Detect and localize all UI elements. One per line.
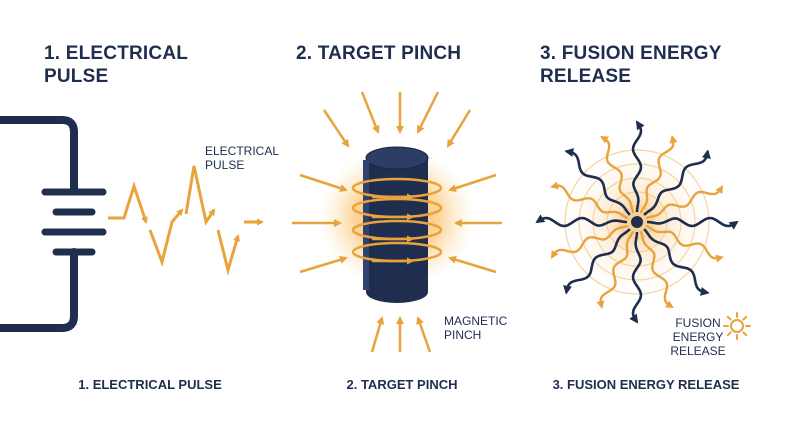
magnetic-pinch-annotation-line1: MAGNETIC [444, 314, 508, 328]
magnetic-pinch-annotation-line2: PINCH [444, 328, 482, 342]
pinch-arrow [370, 316, 385, 353]
pinch-arrow [360, 91, 380, 134]
fusion-energy-annotation: FUSION ENERGY RELEASE [668, 316, 728, 358]
magnetic-coil [351, 177, 443, 265]
pinch-arrow [299, 173, 348, 192]
panel1-heading-line1: 1. ELECTRICAL [44, 43, 189, 64]
magnetic-pinch-annotation: MAGNETIC PINCH [444, 314, 507, 342]
fusion-energy-annotation-line3: RELEASE [670, 344, 726, 358]
fusion-core [631, 216, 643, 228]
energy-wave-navy [643, 228, 710, 296]
energy-wave-orange [550, 181, 629, 220]
energy-wave-navy [535, 214, 628, 228]
fusion-energy-annotation-line1: FUSION [675, 316, 721, 330]
panel2-heading: 2. TARGET PINCH [296, 43, 462, 64]
battery-circuit-icon [0, 116, 107, 332]
energy-wave-navy [563, 228, 631, 295]
energy-wave-orange [600, 135, 635, 214]
panel1-caption: 1. ELECTRICAL PULSE [78, 377, 222, 392]
pinch-arrow [299, 255, 348, 274]
pinch-arrow [448, 255, 497, 274]
panel2-caption: 2. TARGET PINCH [346, 377, 458, 392]
energy-wave-navy [629, 231, 643, 324]
energy-wave-navy [646, 216, 739, 230]
panel3-heading-line2: RELEASE [540, 66, 632, 87]
energy-wave-orange [550, 224, 629, 259]
energy-ring [578, 163, 696, 281]
energy-wave-orange [639, 135, 678, 214]
cylinder-target-icon [363, 146, 429, 303]
panel3-heading-line1: 3. FUSION ENERGY [540, 43, 722, 64]
energy-wave-navy [631, 120, 645, 213]
energy-waves [535, 120, 739, 324]
energy-wave-orange [639, 230, 674, 309]
energy-wave-orange [596, 230, 635, 309]
panel3-caption: 3. FUSION ENERGY RELEASE [552, 377, 740, 392]
panel1-heading: 1. ELECTRICAL PULSE [44, 42, 188, 88]
panel1-heading-line2: PULSE [44, 66, 109, 87]
electrical-pulse-annotation-line1: ELECTRICAL [205, 144, 280, 158]
energy-wave-orange [645, 185, 724, 220]
electrical-pulse-annotation: ELECTRICAL PULSE [205, 144, 279, 172]
pinch-arrow [448, 173, 497, 192]
energy-ring [564, 149, 710, 295]
energy-wave-navy [564, 148, 631, 216]
pinch-arrow [416, 316, 432, 353]
pinch-arrow [446, 109, 472, 148]
pinch-arrow [416, 91, 440, 134]
electrical-pulse-annotation-line2: PULSE [205, 158, 245, 172]
pinch-arrow [322, 109, 350, 148]
zigzag-pulse-icon [108, 165, 264, 276]
fusion-energy-annotation-line2: ENERGY [672, 330, 724, 344]
sun-icon [723, 312, 751, 340]
panel3-heading: 3. FUSION ENERGY RELEASE [540, 42, 722, 88]
energy-wave-navy [643, 149, 711, 216]
pinch-arrows [292, 91, 502, 353]
energy-wave-orange [645, 224, 724, 263]
